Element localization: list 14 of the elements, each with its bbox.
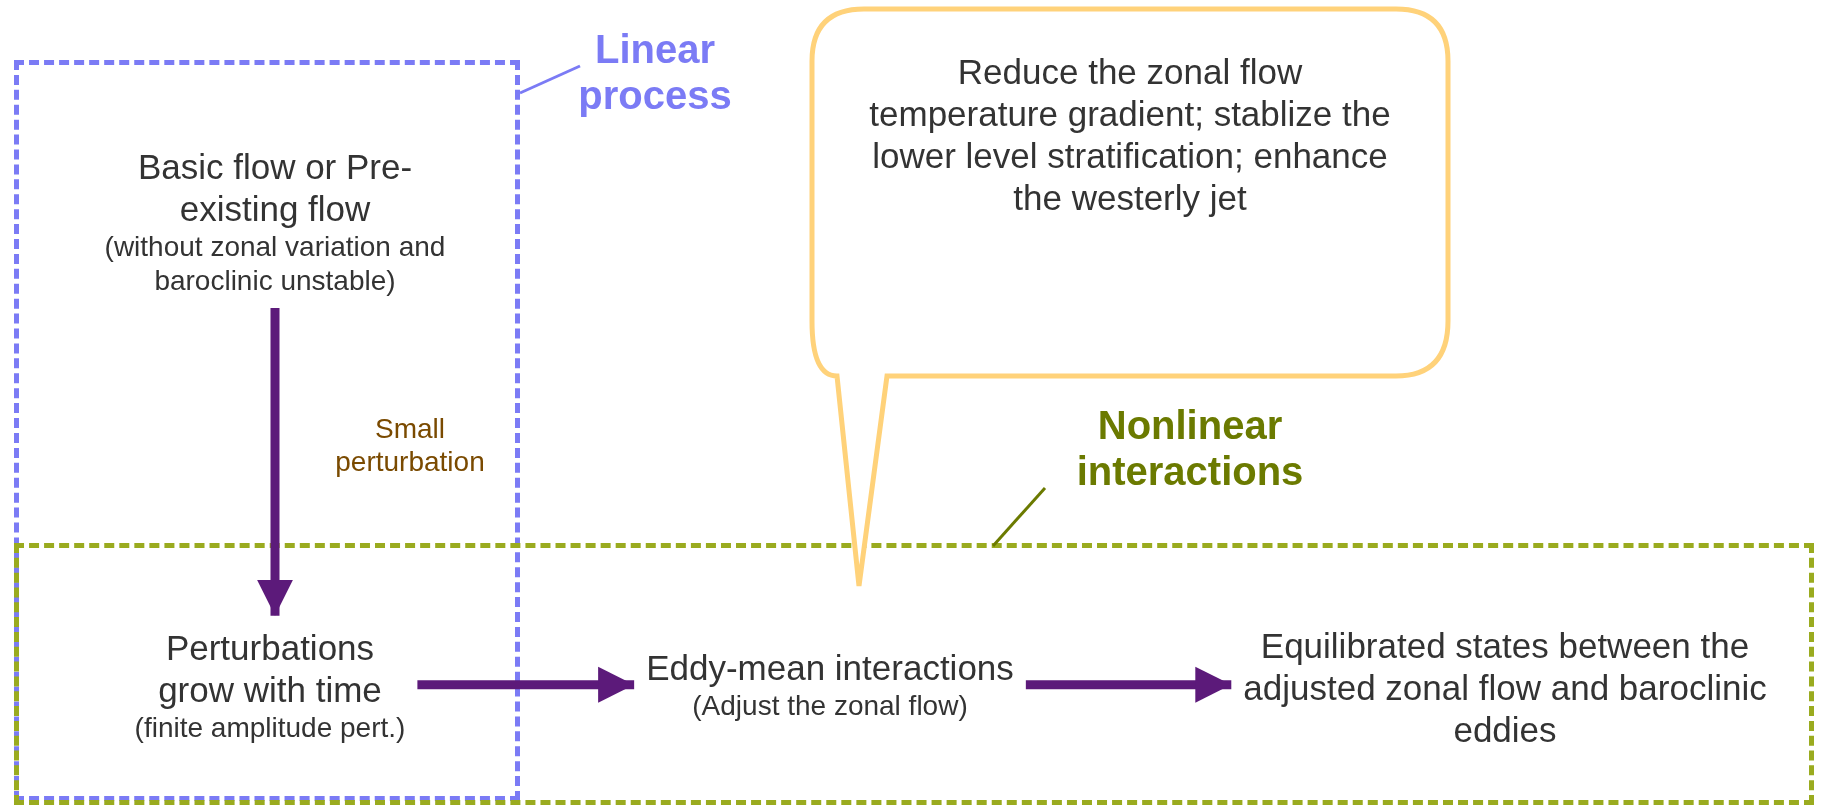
bubble-text: Reduce the zonal flow temperature gradient; stablize the lower level stratification; enhance the westerly jet (869, 51, 1391, 219)
process-text: Perturbations grow with time (157, 626, 383, 711)
region-title: Nonlinear interactions (1075, 402, 1305, 494)
arrow (257, 308, 293, 616)
process-text: Eddy-mean interactions (646, 647, 1014, 690)
process-note: (finite amplitude pert.) (134, 710, 406, 745)
process-note: (Adjust the zonal flow) (692, 689, 968, 723)
process-note: (without zonal variation and baroclinic unstable) (103, 230, 447, 298)
arrow (1025, 666, 1232, 703)
process-text: Equilibrated states between the adjusted zonal flow and baroclinic eddies (1242, 624, 1768, 751)
process-text: Basic flow or Pre-existing flow (136, 146, 414, 231)
arrow (417, 666, 635, 703)
dashed-region-box (14, 543, 1814, 805)
region-title: Linear process (577, 26, 733, 118)
